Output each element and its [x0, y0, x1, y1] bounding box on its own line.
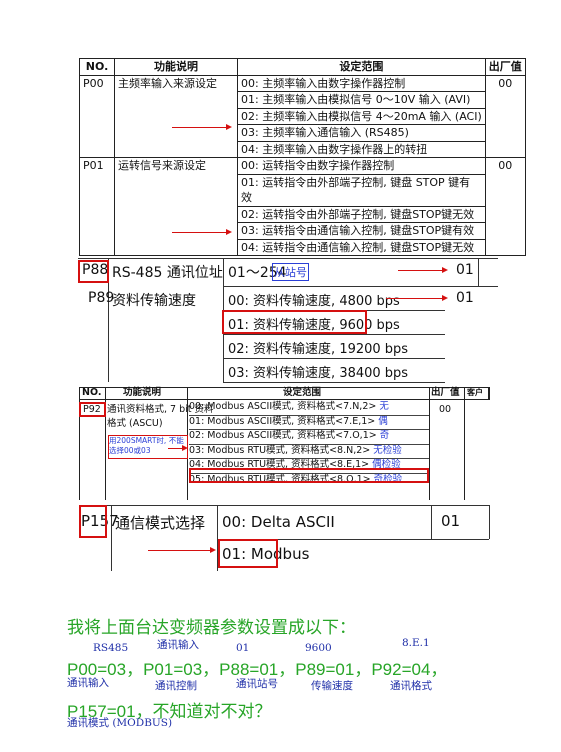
p00-default: 00 [484, 74, 526, 158]
p92-opt-row: 00: Modbus ASCII模式, 资料格式<7.N,2> 无 [189, 401, 429, 416]
note-station: 通讯站号 [236, 678, 278, 690]
param-table-p92: NO. 功能说明 设定范围 出厂值 客户 P92 通讯资料格式, 7 bit 资… [79, 387, 490, 500]
p89-no: P89 [88, 290, 115, 306]
p01-no: P01 [79, 157, 115, 256]
p92-suffix-04: 偶检验 [372, 459, 401, 470]
p92-opt-05: 05: Modbus RTU模式, 资料格式<8.O,1> [189, 473, 371, 485]
p00-func: 主频率输入来源设定 [114, 74, 238, 158]
p89-opt-01: 01: 资料传输速度, 9600 bps [228, 318, 400, 333]
arrow-p92 [168, 445, 188, 451]
p92-func-2: 格式 (ASCU) [107, 418, 163, 429]
p92-suffix-03: 无检验 [373, 444, 402, 456]
p00-opt-02: 02: 主频率输入由模拟信号 4～20mA 输入 (ACI) [237, 107, 486, 125]
p01-default: 00 [484, 157, 526, 256]
highlight-modbus [218, 539, 278, 568]
p01-opt-02: 02: 运转指令由外部端子控制, 键盘STOP键无效 [237, 205, 486, 223]
arrow-p01 [172, 229, 232, 235]
p157-opt-01: 01: Modbus [222, 545, 310, 563]
arrow-p89 [386, 295, 448, 301]
note-8e1: 8.E.1 [402, 637, 430, 649]
p00-no: P00 [79, 74, 115, 158]
arrow-p88 [398, 267, 448, 273]
p00-opt-04: 04: 主频率输入由数字操作器上的转扭 [237, 140, 486, 158]
p157-default: 01 [441, 512, 461, 530]
p01-func: 运转信号来源设定 [114, 157, 238, 256]
col-no: NO. [79, 58, 115, 76]
highlight-p88 [78, 260, 109, 283]
p92-col-range: 设定范围 [283, 387, 322, 398]
highlight-p92-04 [189, 468, 429, 483]
question-line-2: P00=03，P01=03，P88=01，P89=01，P92=04， [67, 660, 448, 679]
note-rs485: RS485 [93, 642, 129, 654]
p01-opt-01-cont: 效 [237, 190, 486, 207]
p92-suffix-02: 奇 [379, 430, 390, 441]
p92-func-1: 通讯资料格式, 7 bit 资料 [107, 404, 214, 415]
note-9600: 9600 [305, 642, 332, 654]
question-line-1: 我将上面台达变频器参数设置成以下： [67, 618, 356, 637]
p92-opt-row: 05: Modbus RTU模式, 资料格式<8.O,1> 奇检验 [189, 474, 429, 488]
p88-default: 01 [456, 262, 474, 278]
highlight-p157 [79, 505, 107, 538]
p92-opt-row: 02: Modbus ASCII模式, 资料格式<7.O,1> 奇 [189, 430, 429, 445]
p92-suffix-05: 奇检验 [373, 473, 403, 485]
col-default: 出厂值 [484, 58, 526, 76]
p92-opt-01: 01: Modbus ASCII模式, 资料格式<7.E,1> [189, 415, 376, 427]
note-comm-input-top: 通讯输入 [157, 639, 199, 651]
note-format: 通讯格式 [390, 680, 432, 692]
p88-func: RS-485 通讯位址 [112, 265, 223, 281]
param-table-p157: P157 通信模式选择 00: Delta ASCII 01: Modbus 0… [79, 505, 490, 571]
param-table-p88-p89: P88 RS-485 通讯位址 01～254 从站号 01 P89 资料传输速度… [78, 258, 498, 383]
p89-opt-03: 03: 资料传输速度, 38400 bps [228, 366, 409, 381]
p92-opt-row: 04: Modbus RTU模式, 资料格式<8.E,1> 偶检验 [189, 459, 429, 474]
p92-opt-03: 03: Modbus RTU模式, 资料格式<8.N,2> [189, 444, 371, 456]
p157-no: P157 [81, 512, 119, 530]
highlight-9600 [222, 310, 367, 334]
p89-opt-02: 02: 资料传输速度, 19200 bps [228, 342, 409, 357]
p92-col-default: 出厂值 [431, 387, 460, 398]
p92-opt-00: 00: Modbus ASCII模式, 资料格式<7.N,2> [189, 401, 377, 412]
p92-col-customer: 客户 [467, 388, 483, 397]
p88-tag: 从站号 [272, 263, 309, 281]
question-line-3: P157=01，不知道对不对？ [67, 702, 272, 721]
p92-opt-row: 01: Modbus ASCII模式, 资料格式<7.E,1> 偶 [189, 415, 429, 430]
p92-suffix-01: 偶 [378, 415, 388, 427]
p88-no: P88 [82, 262, 109, 278]
p92-opt-04: 04: Modbus RTU模式, 资料格式<8.E,1> [189, 459, 370, 470]
p92-no: P92 [83, 404, 101, 415]
note-speed: 传输速度 [311, 680, 353, 692]
p89-opt-00: 00: 资料传输速度, 4800 bps [228, 294, 400, 309]
p00-opt-03: 03: 主频率输入通信输入 (RS485) [237, 124, 486, 142]
p92-note: 用200SMART时, 不能选择00或03 [108, 435, 188, 459]
p00-opt-00: 00: 主频率输入由数字操作器控制 [237, 74, 486, 92]
p01-opt-03: 03: 运转指令由通信输入控制, 键盘STOP键有效 [237, 222, 486, 240]
p00-opt-01: 01: 主频率输入由模拟信号 0～10V 输入 (AVI) [237, 91, 486, 109]
p89-func: 资料传输速度 [112, 293, 196, 309]
p92-options: 00: Modbus ASCII模式, 资料格式<7.N,2> 无 01: Mo… [189, 401, 429, 487]
p01-opt-01: 01: 运转指令由外部端子控制, 键盘 STOP 键有 [237, 173, 486, 190]
p89-default: 01 [456, 290, 474, 306]
note-01: 01 [236, 642, 250, 654]
p92-opt-02: 02: Modbus ASCII模式, 资料格式<7.O,1> [189, 430, 377, 441]
arrow-p00 [172, 124, 232, 130]
param-table-p00-p01: NO. 功能说明 设定范围 出厂值 P00 主频率输入来源设定 00: 主频率输… [79, 58, 526, 256]
p92-col-func: 功能说明 [123, 387, 162, 398]
highlight-p92 [79, 402, 106, 417]
col-func: 功能说明 [114, 58, 238, 76]
p92-default: 00 [439, 404, 452, 415]
p01-opt-04: 04: 运转指令由通信输入控制, 键盘STOP键无效 [237, 238, 486, 256]
p92-col-no: NO. [82, 387, 102, 398]
col-range: 设定范围 [237, 58, 486, 76]
p157-opt-00: 00: Delta ASCII [222, 513, 335, 531]
arrow-p157 [148, 547, 216, 553]
p01-opt-00: 00: 运转指令由数字操作器控制 [237, 157, 486, 175]
note-comm-input: 通讯输入 [67, 677, 109, 689]
p92-opt-row: 03: Modbus RTU模式, 资料格式<8.N,2> 无检验 [189, 444, 429, 459]
note-comm-mode: 通讯模式 (MODBUS) [67, 717, 173, 729]
p88-range: 01～254 [228, 265, 287, 281]
p92-suffix-00: 无 [379, 401, 389, 412]
note-comm-control: 通讯控制 [155, 680, 197, 692]
p157-func: 通信模式选择 [115, 514, 206, 532]
